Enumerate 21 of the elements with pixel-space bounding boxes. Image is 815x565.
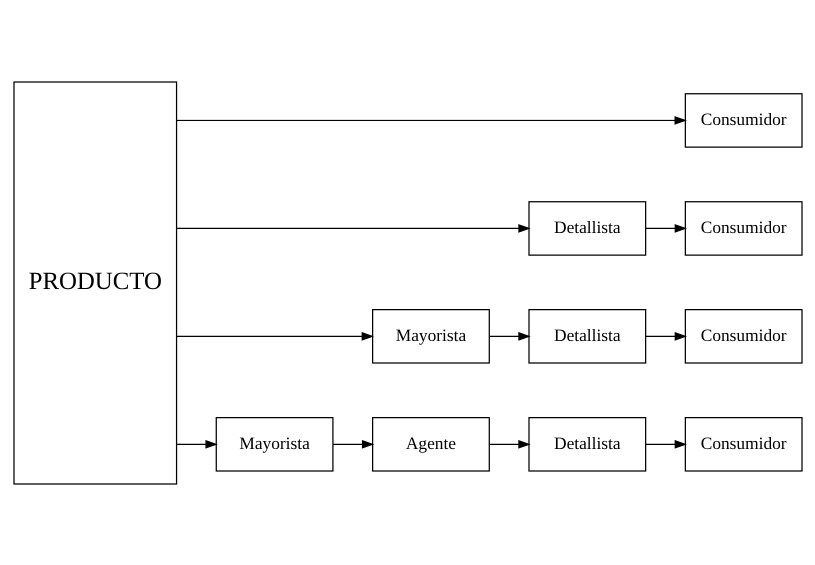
arrow — [176, 332, 374, 340]
node-box: Detallista — [528, 308, 646, 364]
arrow — [332, 439, 374, 448]
node-box: Consumidor — [684, 416, 802, 472]
node-box: Mayorista — [372, 308, 490, 364]
arrow — [489, 332, 530, 340]
arrow — [646, 224, 687, 232]
arrow — [489, 439, 530, 448]
node-box: PRODUCTO — [12, 80, 177, 484]
arrow — [646, 332, 687, 340]
arrow — [176, 116, 686, 124]
arrow — [176, 439, 218, 448]
node-box: Detallista — [528, 416, 646, 472]
node-box: Consumidor — [684, 200, 802, 256]
arrow — [646, 439, 687, 448]
node-box: Consumidor — [684, 308, 802, 364]
node-box: Consumidor — [684, 92, 802, 148]
node-box: Agente — [372, 416, 490, 472]
arrow — [176, 224, 530, 232]
node-box: Detallista — [528, 200, 646, 256]
node-box: Mayorista — [215, 416, 334, 472]
